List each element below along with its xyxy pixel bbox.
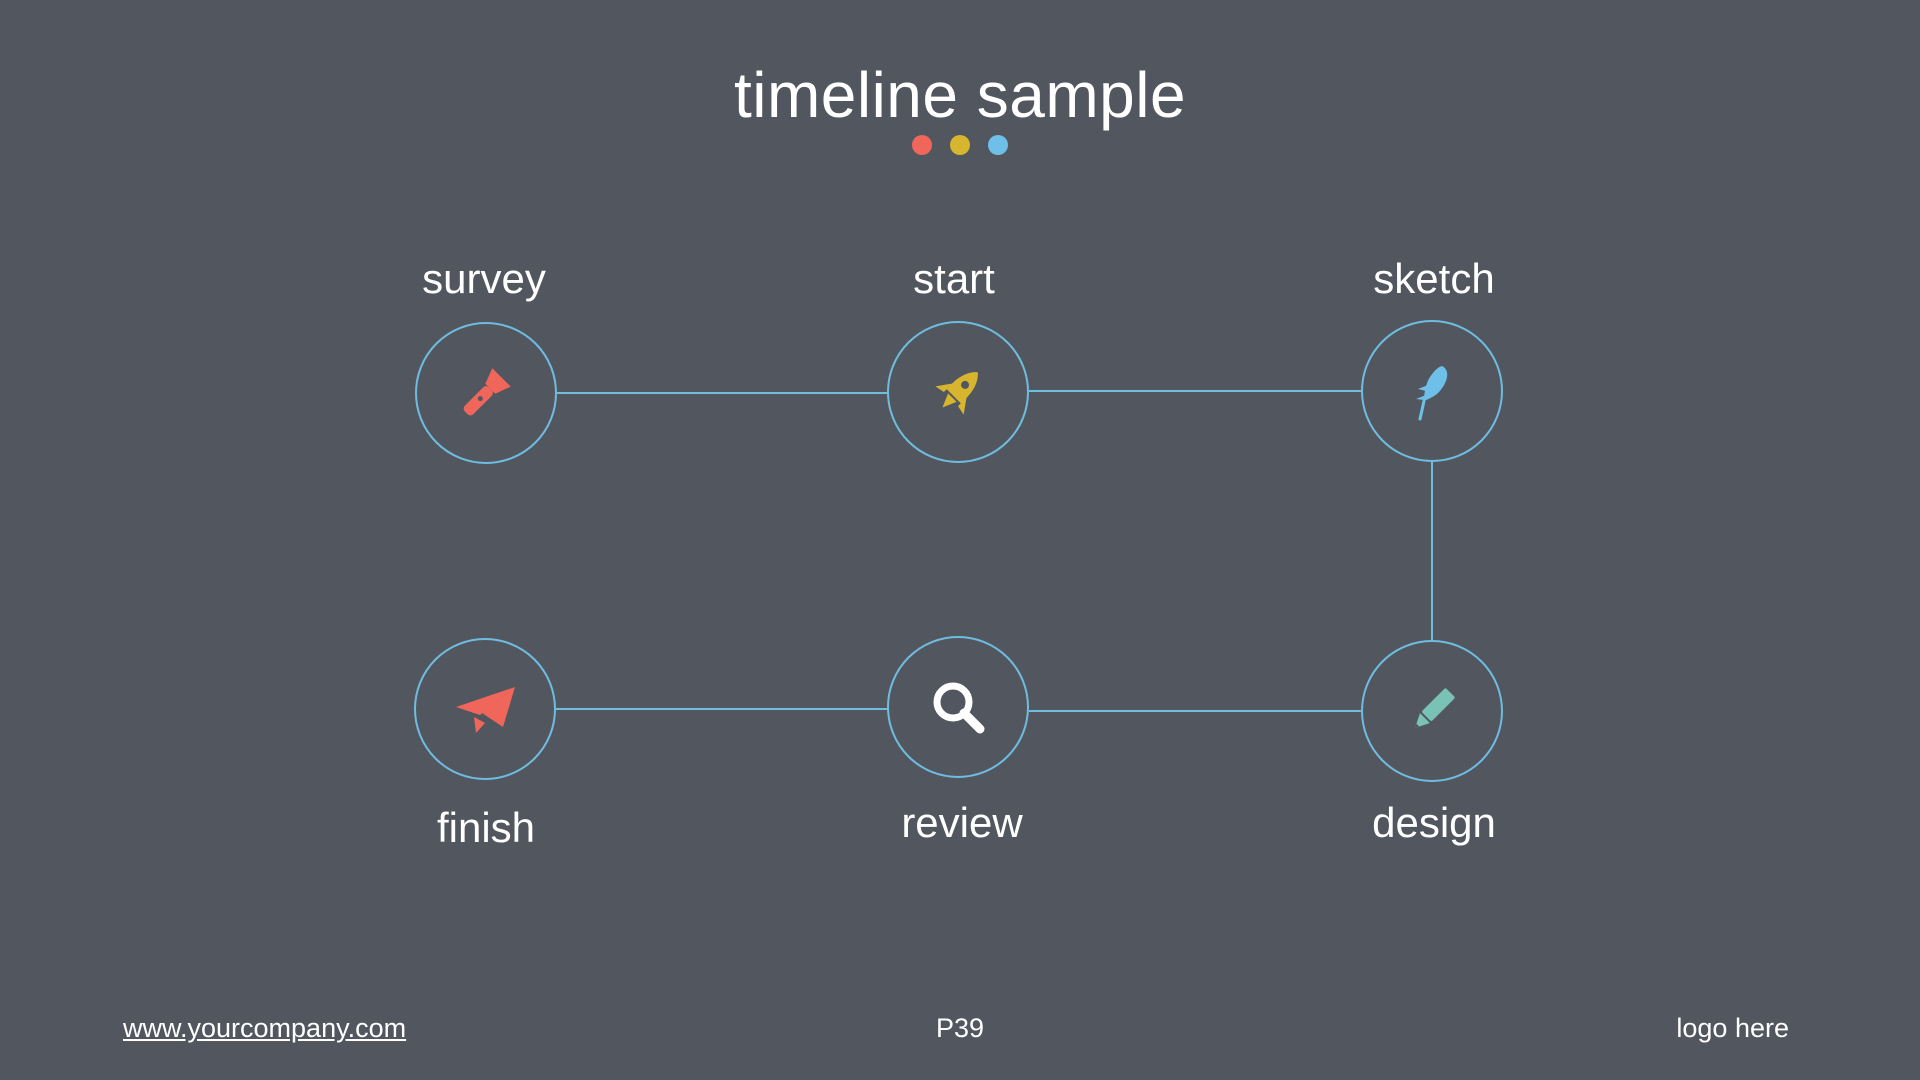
feather-icon — [1416, 366, 1448, 421]
pencil-icon — [1415, 688, 1455, 728]
page-number: P39 — [935, 1013, 985, 1043]
accent-dot-blue — [988, 135, 1009, 155]
page-title: timeline sample — [733, 59, 1187, 131]
search-icon — [933, 682, 985, 734]
step-label-design: design — [1372, 799, 1496, 846]
step-label-sketch: sketch — [1373, 255, 1495, 302]
accent-dot-red — [911, 135, 932, 155]
paper-plane-icon — [456, 687, 515, 733]
step-label-start: start — [913, 255, 995, 302]
node-finish — [414, 638, 556, 780]
node-sketch — [1361, 320, 1503, 462]
step-label-survey: survey — [422, 255, 546, 302]
node-review — [887, 636, 1029, 778]
node-design — [1361, 640, 1503, 782]
accent-dot-yellow — [950, 135, 970, 155]
node-start — [887, 321, 1029, 463]
flashlight-icon — [463, 368, 511, 416]
website-link[interactable]: www.yourcompany.com — [123, 1013, 407, 1043]
accent-dots — [0, 135, 1920, 160]
node-survey — [415, 322, 557, 464]
logo-placeholder: logo here — [1676, 1013, 1789, 1043]
step-label-review: review — [901, 799, 1023, 846]
step-label-finish: finish — [436, 804, 536, 851]
rocket-icon — [935, 372, 978, 415]
